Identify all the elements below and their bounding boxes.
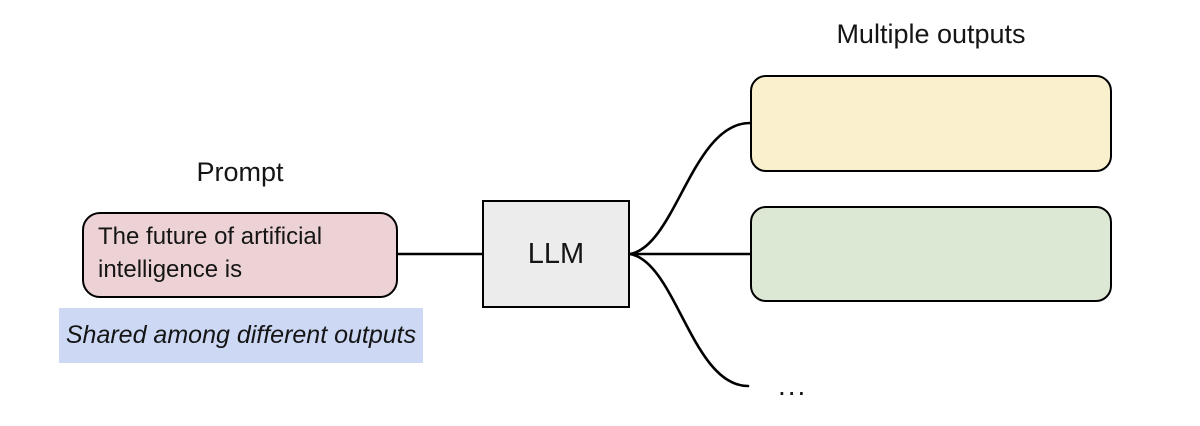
output-box-top (750, 75, 1112, 172)
prompt-box-text: The future of artificial intelligence is (98, 223, 323, 283)
llm-to-yellow-curve (628, 121, 752, 256)
shared-note-text: Shared among different outputs (65, 321, 417, 349)
llm-to-ellipsis-curve (628, 252, 750, 388)
output-box-bottom (750, 206, 1112, 302)
shared-note-highlight: Shared among different outputs (59, 308, 423, 363)
multiple-outputs-label: Multiple outputs (836, 19, 1026, 49)
prompt-box: The future of artificial intelligence is (82, 212, 398, 298)
prompt-label: Prompt (196, 157, 284, 187)
llm-box: LLM (482, 200, 630, 308)
more-outputs-ellipsis: ... (778, 370, 808, 401)
